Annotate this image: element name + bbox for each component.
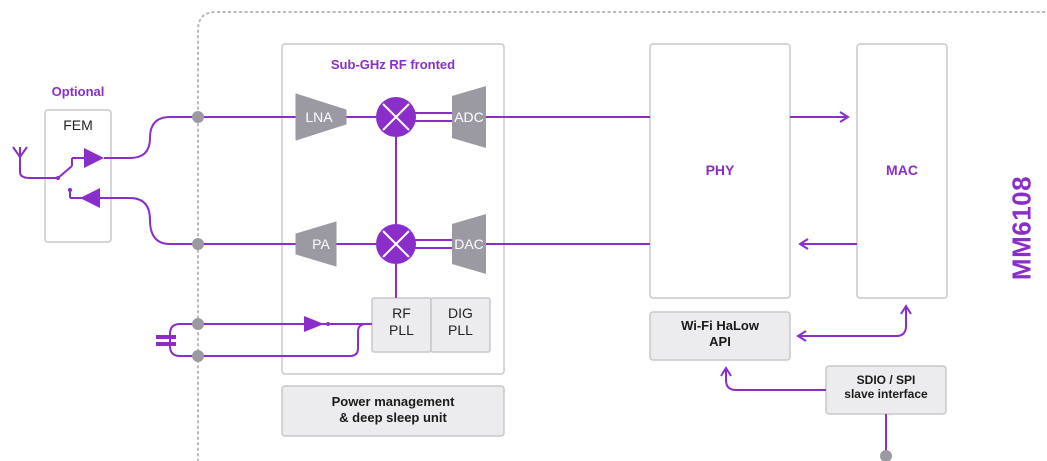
wifi-api-label: Wi-Fi HaLow API (650, 318, 790, 349)
dac-block (452, 214, 486, 274)
chip-name-label: MM6108 (1006, 175, 1037, 281)
pa-block (295, 221, 337, 267)
wifi-api-line-1: Wi-Fi HaLow (681, 318, 759, 333)
phy-box (649, 43, 791, 299)
power-box (281, 385, 505, 437)
fem-lna-triangle (84, 148, 104, 168)
ref-buffer-triangle (304, 316, 324, 332)
dig-pll-box (430, 297, 491, 353)
dig-pll-line-2: PLL (448, 321, 473, 338)
mixer-rx (376, 97, 416, 137)
mac-box (856, 43, 948, 299)
mixer-tx (376, 224, 416, 264)
fem-label: FEM (63, 117, 93, 133)
adc-label: ADC (454, 109, 484, 125)
pin-dot-xtal-1 (192, 318, 204, 330)
wifi-api-box (649, 311, 791, 361)
rf-frontend-title: Sub-GHz RF fronted (330, 57, 456, 72)
ref-buffer-dot (326, 322, 330, 326)
rf-pll-line-2: PLL (389, 321, 414, 338)
fem-switch-dot-2 (68, 188, 72, 192)
fem-box (44, 109, 112, 243)
dig-pll-line-1: DIG (448, 305, 473, 321)
signal-lines (80, 111, 912, 456)
power-label: Power management & deep sleep unit (282, 394, 504, 425)
pin-dot-tx (192, 238, 204, 250)
crystal-plate-1 (156, 335, 176, 339)
chip-boundary (197, 11, 1047, 461)
mac-label: MAC (886, 162, 918, 178)
power-line-2: & deep sleep unit (339, 409, 447, 425)
antenna-icon (12, 146, 58, 179)
sdio-label: SDIO / SPI slave interface (826, 373, 946, 402)
wifi-api-line-2: API (709, 333, 731, 349)
dig-pll-label: DIG PLL (431, 305, 490, 339)
fem-switch-dot-1 (56, 176, 60, 180)
pin-dot-sdio (880, 450, 892, 461)
pin-dot-xtal-2 (192, 350, 204, 362)
rf-pll-line-1: RF (392, 305, 411, 321)
power-line-1: Power management (331, 394, 455, 409)
dac-label: DAC (454, 236, 484, 252)
pin-dot-rx (192, 111, 204, 123)
crystal-plate-2 (156, 342, 176, 346)
lna-label: LNA (305, 109, 333, 125)
sdio-line-1: SDIO / SPI (856, 373, 916, 387)
lna-block (295, 93, 347, 141)
sdio-line-2: slave interface (844, 387, 928, 402)
rf-pll-label: RF PLL (372, 305, 431, 339)
pa-label: PA (312, 236, 330, 252)
phy-label: PHY (705, 162, 735, 178)
optional-label: Optional (51, 84, 105, 99)
adc-block (452, 86, 486, 148)
